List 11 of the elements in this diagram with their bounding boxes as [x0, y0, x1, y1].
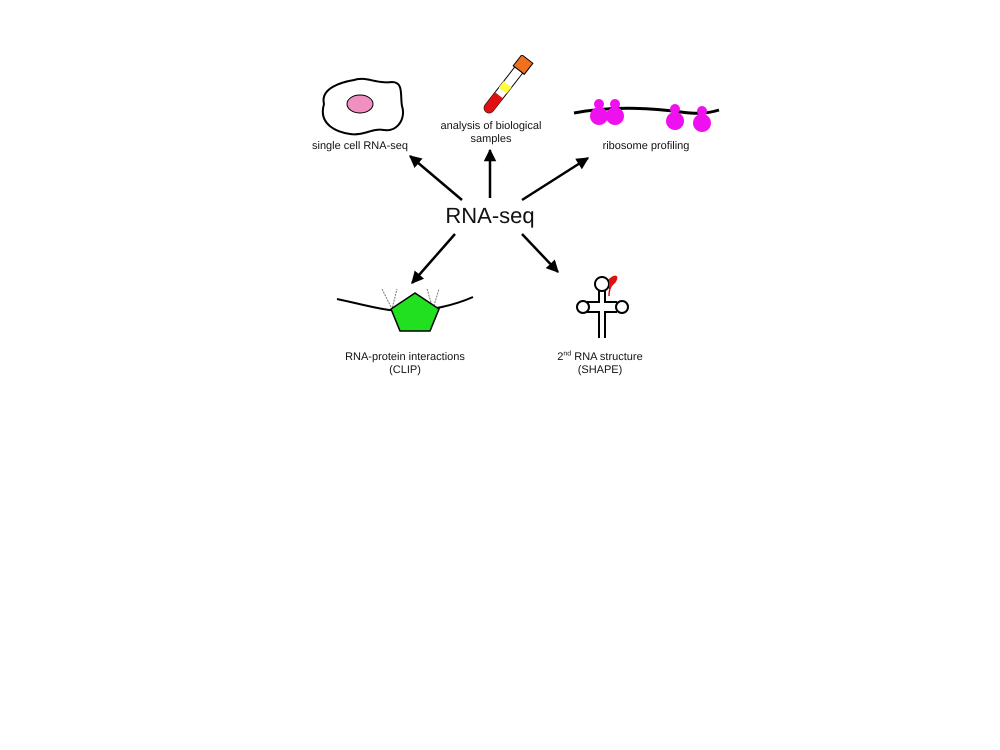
- node-label: analysis of biological samples: [440, 120, 542, 146]
- hub-label: RNA-seq: [444, 204, 536, 228]
- arrow: [484, 148, 496, 198]
- arrow: [409, 155, 463, 201]
- arrow: [521, 156, 590, 202]
- node-label: RNA-protein interactions (CLIP): [344, 351, 466, 377]
- node-label: single cell RNA-seq: [311, 140, 409, 153]
- node-label: ribosome profiling: [602, 140, 690, 153]
- arrow: [411, 233, 456, 284]
- arrow: [521, 233, 559, 273]
- node-label: 2$^{nd}$ RNA structure (SHAPE): [556, 351, 644, 377]
